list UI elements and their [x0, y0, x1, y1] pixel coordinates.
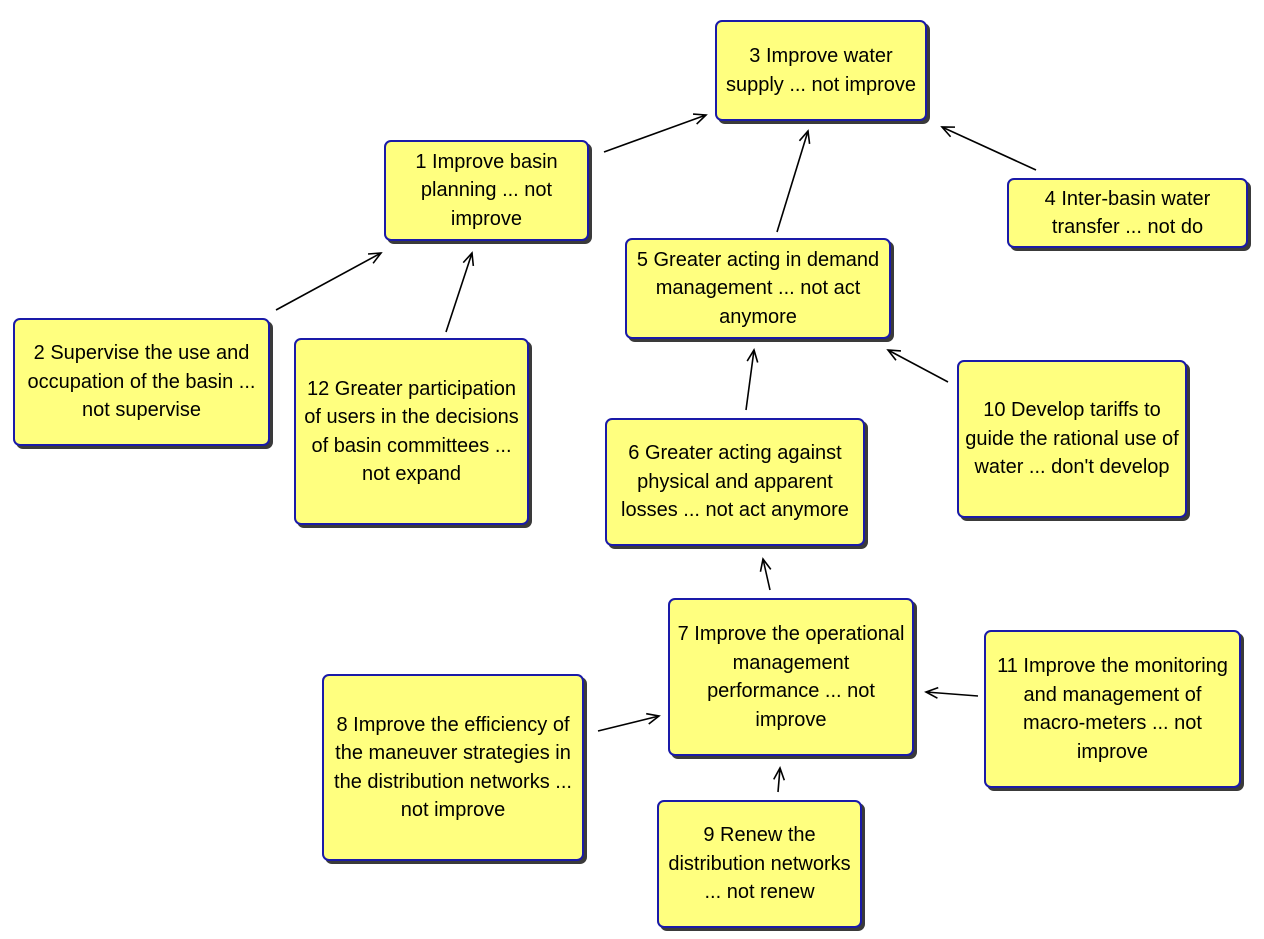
- node-12-user-participation[interactable]: 12 Greater participation of users in the…: [294, 338, 529, 525]
- link-n6-n5-arrowhead: [746, 348, 759, 363]
- node-label: 11 Improve the monitoring and management…: [997, 655, 1228, 763]
- link-n7-n6: [762, 558, 771, 591]
- link-n12-n1-arrowhead: [462, 251, 475, 267]
- node-4-inter-basin-water-transfer[interactable]: 4 Inter-basin water transfer ... not do: [1007, 178, 1248, 248]
- link-n9-n7-arrowhead: [773, 766, 786, 781]
- link-n5-n3-arrowhead: [798, 129, 811, 145]
- node-9-renew-distribution-networks[interactable]: 9 Renew the distribution networks ... no…: [657, 800, 862, 928]
- node-label: 12 Greater participation of users in the…: [304, 377, 519, 486]
- link-n10-n5-arrowhead: [886, 349, 902, 361]
- link-n6-n5: [745, 349, 755, 411]
- node-label: 10 Develop tariffs to guide the rational…: [965, 399, 1179, 479]
- link-n1-n3: [603, 114, 707, 153]
- node-label: 7 Improve the operational management per…: [677, 623, 905, 731]
- link-n11-n7-arrowhead: [924, 686, 939, 699]
- link-n7-n6-arrowhead: [759, 557, 772, 572]
- node-label: 2 Supervise the use and occupation of th…: [27, 342, 256, 422]
- node-2-supervise-use-occupation[interactable]: 2 Supervise the use and occupation of th…: [13, 318, 270, 446]
- link-n2-n1-arrowhead: [367, 252, 383, 264]
- link-n1-n3-arrowhead: [692, 113, 708, 125]
- node-label: 3 Improve water supply ... not improve: [725, 45, 917, 96]
- link-n8-n7-arrowhead: [646, 712, 661, 725]
- node-label: 8 Improve the efficiency of the maneuver…: [334, 713, 572, 822]
- node-7-operational-management[interactable]: 7 Improve the operational management per…: [668, 598, 914, 756]
- link-n5-n3: [776, 130, 809, 233]
- node-label: 6 Greater acting against physical and ap…: [621, 442, 849, 522]
- link-n2-n1: [275, 252, 382, 311]
- node-8-maneuver-strategies[interactable]: 8 Improve the efficiency of the maneuver…: [322, 674, 584, 861]
- node-label: 5 Greater acting in demand management ..…: [636, 248, 880, 328]
- node-11-macro-meters[interactable]: 11 Improve the monitoring and management…: [984, 630, 1241, 788]
- node-label: 4 Inter-basin water transfer ... not do: [1044, 187, 1211, 239]
- node-10-develop-tariffs[interactable]: 10 Develop tariffs to guide the rational…: [957, 360, 1187, 518]
- link-n4-n3: [941, 126, 1037, 171]
- link-n9-n7: [777, 767, 781, 793]
- link-n8-n7: [597, 715, 660, 732]
- node-6-physical-apparent-losses[interactable]: 6 Greater acting against physical and ap…: [605, 418, 865, 546]
- link-n4-n3-arrowhead: [940, 126, 956, 138]
- node-5-demand-management[interactable]: 5 Greater acting in demand management ..…: [625, 238, 891, 339]
- node-1-improve-basin-planning[interactable]: 1 Improve basin planning ... not improve: [384, 140, 589, 241]
- link-n12-n1: [445, 252, 473, 333]
- link-n11-n7: [925, 691, 979, 697]
- node-label: 9 Renew the distribution networks ... no…: [668, 824, 851, 904]
- node-label: 1 Improve basin planning ... not improve: [415, 150, 558, 230]
- node-3-improve-water-supply[interactable]: 3 Improve water supply ... not improve: [715, 20, 927, 121]
- link-n10-n5: [887, 349, 949, 383]
